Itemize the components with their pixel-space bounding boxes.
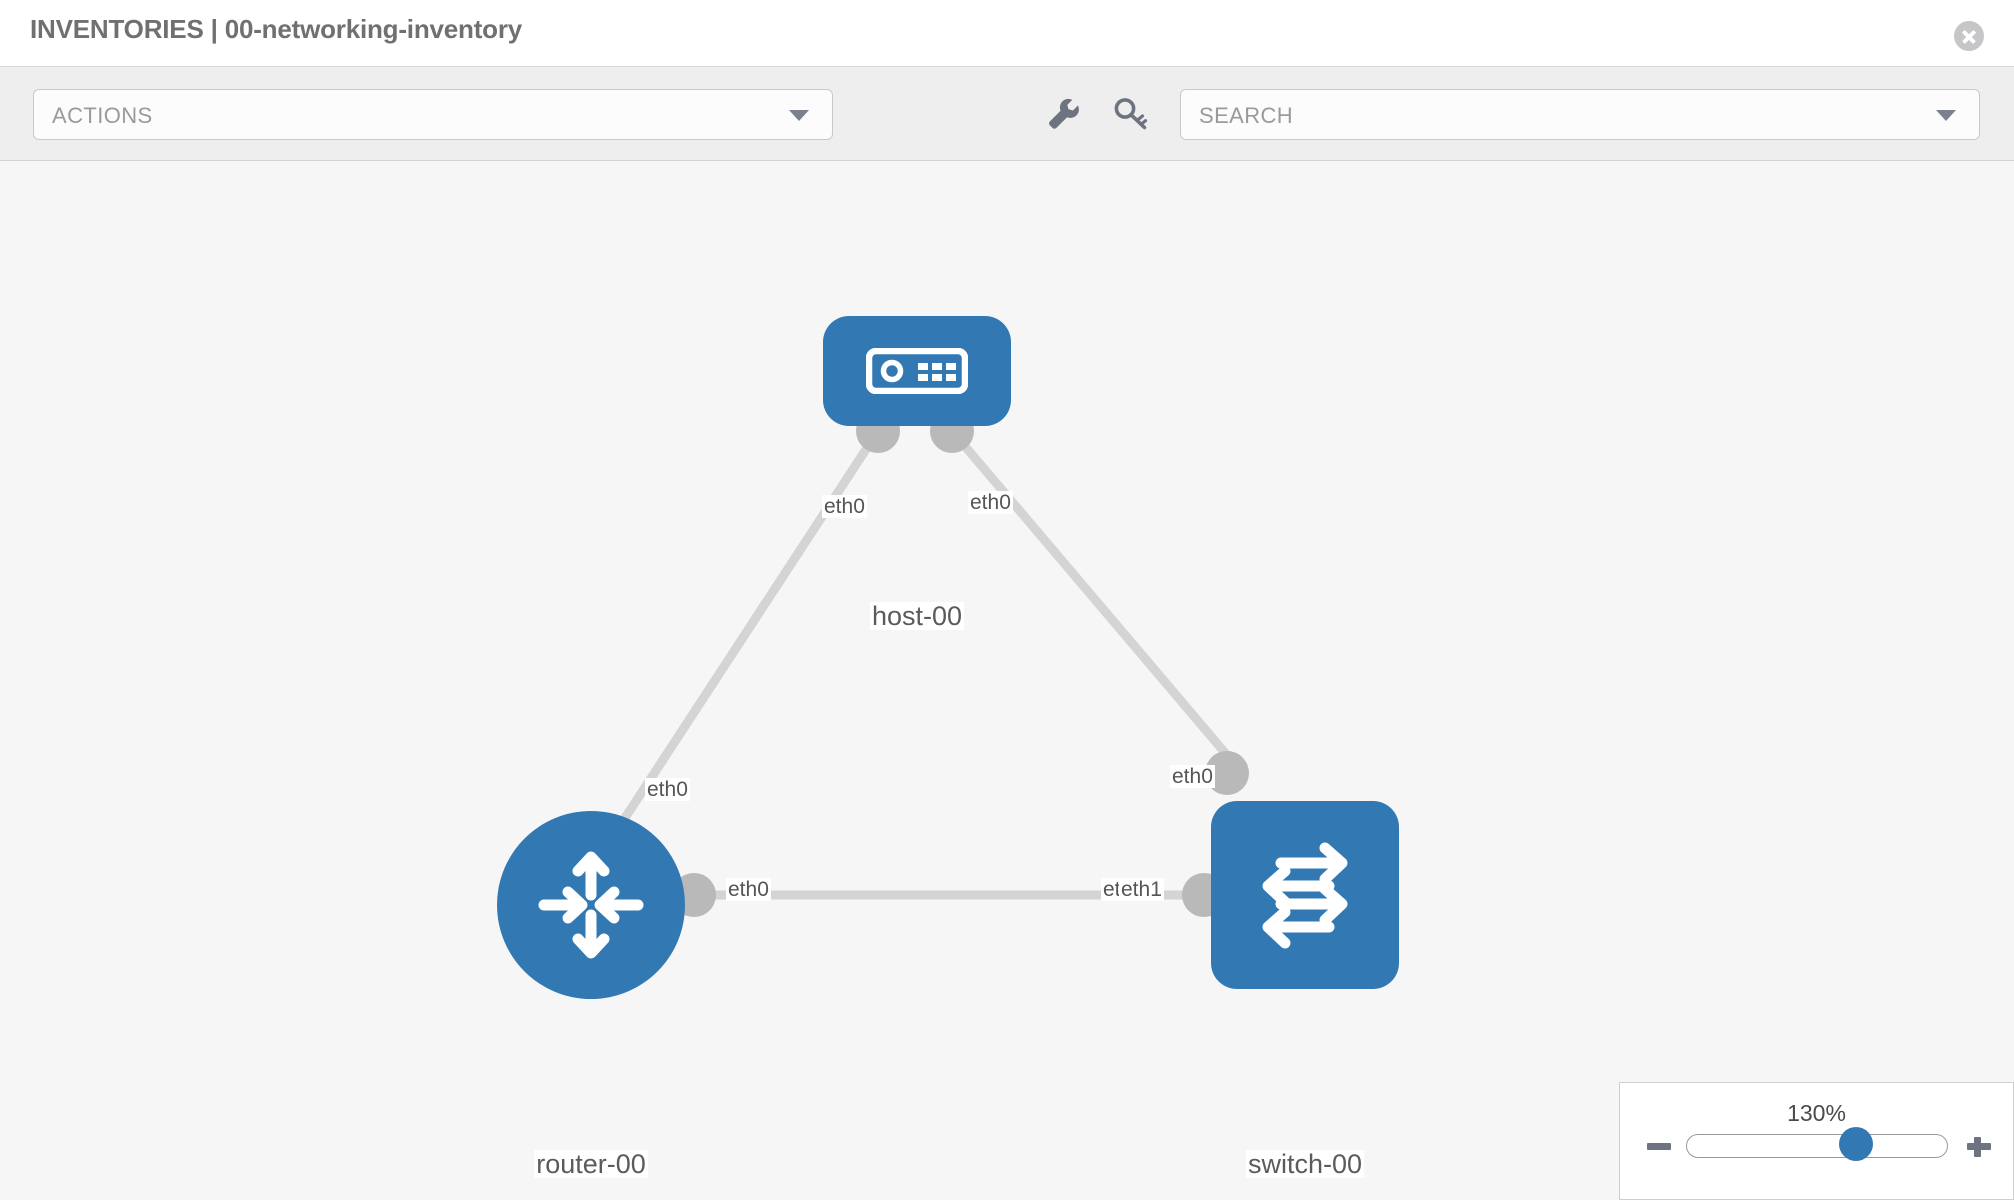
actions-dropdown-label: ACTIONS [52,103,153,128]
node-switch-00[interactable]: switch-00 [1211,801,1399,1178]
iface-label-host-left: eth0 [822,495,867,519]
page-title: INVENTORIES | 00-networking-inventory [30,14,523,44]
node-host-00-label: host-00 [869,601,965,631]
link-host-switch [948,428,1247,777]
search-placeholder: SEARCH [1199,103,1294,128]
close-icon[interactable] [1954,21,1984,51]
zoom-slider-track[interactable] [1686,1134,1948,1158]
plus-icon[interactable] [1965,1132,1993,1160]
chevron-down-icon [1936,110,1956,121]
node-router-00[interactable]: router-00 [497,811,685,1178]
iface-label-switch-upper: eth0 [1170,765,1215,789]
router-arrows-icon [538,851,644,959]
page-header: INVENTORIES | 00-networking-inventory [0,0,2014,67]
node-router-00-label: router-00 [534,1149,648,1179]
wrench-icon[interactable] [1045,95,1083,133]
iface-label-host-right: eth0 [968,491,1013,515]
node-switch-00-label: switch-00 [1245,1149,1365,1179]
minus-icon[interactable] [1645,1132,1673,1160]
switch-arrows-icon [1262,842,1348,949]
node-router-00-shape [497,811,685,999]
iface-label-router-right: eth0 [726,878,771,902]
zoom-panel: 130% [1619,1082,2014,1200]
chevron-down-icon [789,110,809,121]
node-switch-00-shape [1211,801,1399,989]
toolbar: ACTIONS SEARCH [0,67,2014,161]
zoom-slider-thumb[interactable] [1839,1127,1873,1161]
iface-label-switch-left: eth1 [1119,878,1164,902]
search-input[interactable]: SEARCH [1180,89,1980,140]
node-host-00-shape [823,316,1011,426]
zoom-level-value: 130% [1787,1100,1846,1126]
node-host-00[interactable]: host-00 [823,316,1011,630]
actions-dropdown[interactable]: ACTIONS [33,89,833,140]
topology-canvas[interactable]: host-00 [0,161,2014,1200]
key-icon[interactable] [1112,95,1150,133]
server-icon [866,348,968,394]
iface-label-router-upper: eth0 [645,778,690,802]
